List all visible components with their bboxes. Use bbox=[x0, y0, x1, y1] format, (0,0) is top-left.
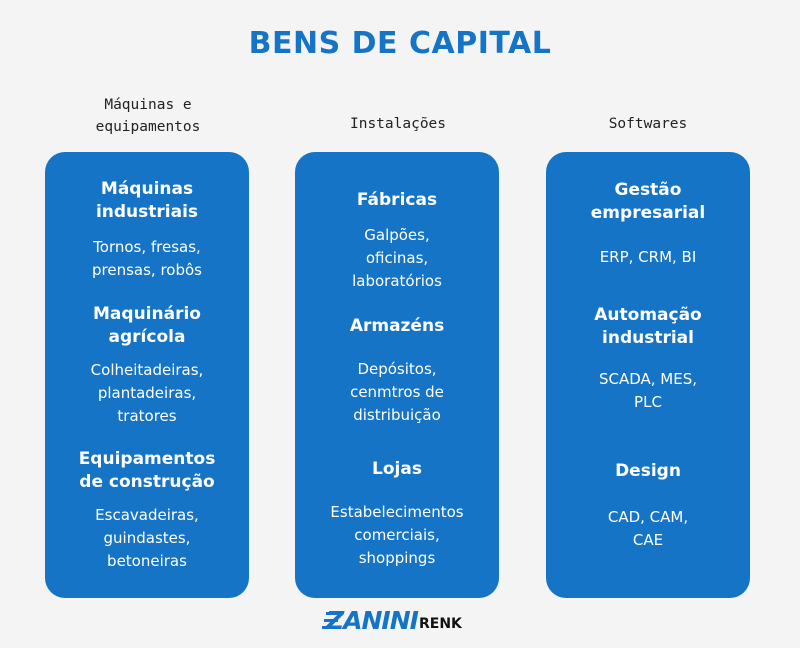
column-label-machines: Máquinas e equipamentos bbox=[95, 97, 201, 135]
desc-warehouses: Depósitos, cenmtros de distribuição bbox=[350, 360, 444, 424]
logo-brand: ZANINI bbox=[326, 606, 419, 635]
card-machines: Máquinas industriais Tornos, fresas, pre… bbox=[45, 152, 249, 598]
heading-factories: Fábricas bbox=[356, 190, 438, 210]
desc-industrial-machines: Tornos, fresas, prensas, robôs bbox=[92, 238, 202, 279]
heading-industrial-machines: Máquinas industriais bbox=[95, 179, 199, 222]
heading-construction-equipment: Equipamentos de construção bbox=[78, 449, 216, 492]
heading-business-management: Gestão empresarial bbox=[590, 180, 706, 223]
desc-agricultural-machinery: Colheitadeiras, plantadeiras, tratores bbox=[90, 361, 204, 425]
heading-stores: Lojas bbox=[372, 459, 422, 479]
logo-sub: RENK bbox=[419, 616, 462, 632]
heading-industrial-automation: Automação industrial bbox=[594, 305, 702, 348]
page-title: BENS DE CAPITAL bbox=[248, 26, 552, 61]
heading-agricultural-machinery: Maquinário agrícola bbox=[93, 304, 201, 347]
column-label-facilities: Instalações bbox=[349, 116, 447, 132]
column-label-software: Softwares bbox=[608, 116, 688, 132]
zanini-speed-lines-icon bbox=[322, 612, 340, 629]
desc-stores: Estabelecimentos comerciais, shoppings bbox=[330, 503, 464, 567]
desc-construction-equipment: Escavadeiras, guindastes, betoneiras bbox=[95, 506, 199, 570]
desc-design: CAD, CAM, CAE bbox=[607, 508, 689, 549]
card-facilities: Fábricas Galpões, oficinas, laboratórios… bbox=[295, 152, 499, 598]
desc-factories: Galpões, oficinas, laboratórios bbox=[352, 226, 442, 290]
zanini-renk-logo: ZANINI RENK bbox=[322, 606, 486, 636]
card-software: Gestão empresarial ERP, CRM, BI Automaçã… bbox=[546, 152, 750, 598]
heading-design: Design bbox=[615, 461, 681, 481]
desc-business-management: ERP, CRM, BI bbox=[599, 248, 697, 266]
desc-industrial-automation: SCADA, MES, PLC bbox=[598, 370, 698, 411]
heading-warehouses: Armazéns bbox=[349, 316, 445, 336]
